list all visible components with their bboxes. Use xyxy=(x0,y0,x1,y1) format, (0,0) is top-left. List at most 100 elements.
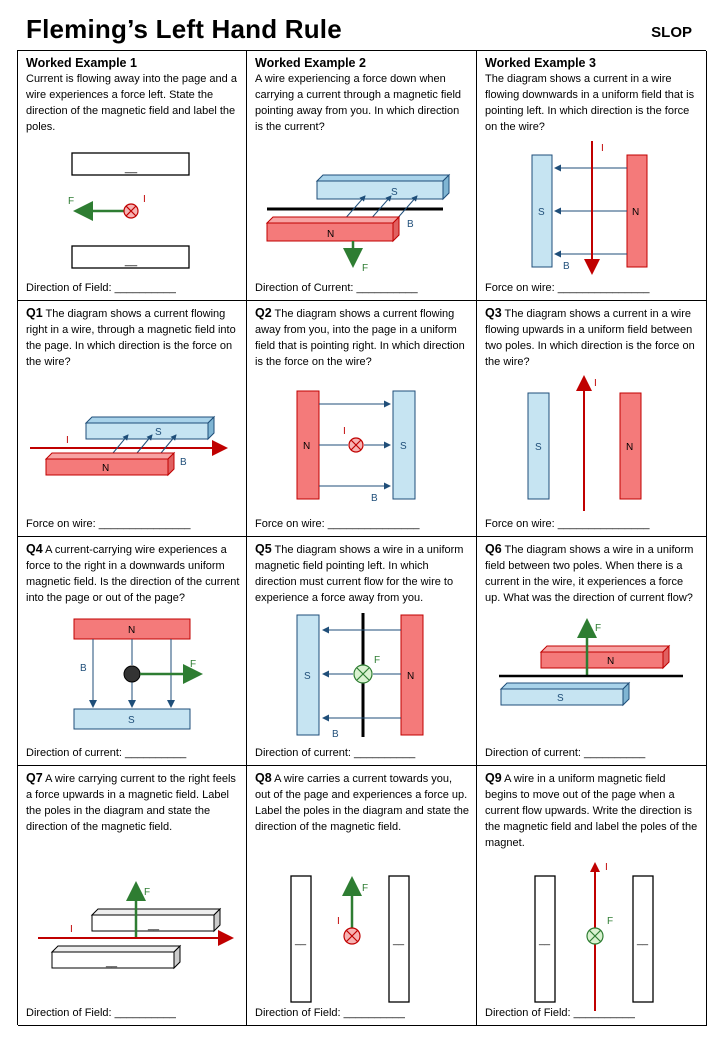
answer-line[interactable]: Force on wire: _______________ xyxy=(255,518,420,530)
question-text: Q9 A wire in a uniform magnetic field be… xyxy=(485,770,700,851)
pole-top-box[interactable] xyxy=(91,914,215,932)
current-label: I xyxy=(343,426,346,437)
answer-line[interactable]: Direction of Field: __________ xyxy=(26,282,176,294)
north-label: N xyxy=(102,463,109,474)
diagram-q1: S I N B xyxy=(30,415,228,477)
south-pole xyxy=(73,708,191,730)
question-body: A current-carrying wire experiences a fo… xyxy=(26,544,240,604)
answer-line[interactable]: Direction of current: __________ xyxy=(485,747,646,759)
question-heading: Q6 xyxy=(485,542,502,556)
force-label: F xyxy=(362,883,368,894)
question-text: Q3 The diagram shows a current in a wire… xyxy=(485,305,700,370)
north-label: N xyxy=(607,656,614,667)
cell-worked-example-3: Worked Example 3 The diagram shows a curr… xyxy=(477,51,707,301)
answer-line[interactable]: Direction of current: __________ xyxy=(26,747,187,759)
pole-left-box[interactable] xyxy=(534,875,556,1003)
question-text: Q4 A current-carrying wire experiences a… xyxy=(26,541,240,606)
question-body: The diagram shows a current flowing righ… xyxy=(26,308,236,368)
pole-right-label: __ xyxy=(392,935,405,946)
question-text: Q5 The diagram shows a wire in a uniform… xyxy=(255,541,470,606)
question-heading: Q9 xyxy=(485,771,502,785)
question-body: The diagram shows a current in a wire fl… xyxy=(485,73,695,133)
question-text: Q2 The diagram shows a current flowing a… xyxy=(255,305,470,370)
question-heading: Q4 xyxy=(26,542,43,556)
answer-line[interactable]: Direction of Field: __________ xyxy=(255,1007,405,1019)
pole-bottom-box[interactable] xyxy=(71,245,190,269)
pole-right-box[interactable] xyxy=(632,875,654,1003)
south-label: S xyxy=(557,693,564,704)
current-label: I xyxy=(594,378,597,389)
north-pole xyxy=(45,458,169,476)
south-label: S xyxy=(535,442,542,453)
north-label: N xyxy=(327,229,334,240)
south-pole xyxy=(296,614,320,736)
question-body: A wire carrying current to the right fee… xyxy=(26,773,236,833)
force-label: F xyxy=(68,196,74,207)
answer-line[interactable]: Force on wire: _______________ xyxy=(26,518,191,530)
field-label: B xyxy=(332,729,339,740)
pole-right-box[interactable] xyxy=(388,875,410,1003)
cell-q5: Q5 The diagram shows a wire in a uniform… xyxy=(247,537,477,766)
current-label: I xyxy=(143,194,146,205)
pole-top-label: __ xyxy=(124,162,138,174)
answer-line[interactable]: Direction of current: __________ xyxy=(255,747,416,759)
north-pole xyxy=(540,651,664,669)
question-heading: Q3 xyxy=(485,306,502,320)
question-body: The diagram shows a wire in a uniform ma… xyxy=(255,544,464,604)
question-body: A wire experiencing a force down when ca… xyxy=(255,73,462,133)
pole-top-box[interactable] xyxy=(71,152,190,176)
force-label: F xyxy=(362,263,368,274)
pole-left-box[interactable] xyxy=(290,875,312,1003)
brand-label: SLOP xyxy=(651,24,692,41)
current-label: I xyxy=(66,435,69,446)
diagram-q4: N S F B xyxy=(73,618,203,730)
question-text: Q7 A wire carrying current to the right … xyxy=(26,770,240,835)
question-heading: Q5 xyxy=(255,542,272,556)
diagram-q9: __ __ I F xyxy=(534,862,654,1011)
answer-line[interactable]: Force on wire: _______________ xyxy=(485,518,650,530)
question-text: Q8 A wire carries a current towards you,… xyxy=(255,770,470,835)
answer-line[interactable]: Direction of Field: __________ xyxy=(485,1007,635,1019)
south-label: S xyxy=(391,187,398,198)
pole-bottom-label: __ xyxy=(105,957,118,968)
cell-q2: Q2 The diagram shows a current flowing a… xyxy=(247,301,477,537)
south-label: S xyxy=(128,715,135,726)
diagram-q2: N S I B xyxy=(296,390,416,504)
cell-q1: Q1 The diagram shows a current flowing r… xyxy=(18,301,247,537)
north-pole xyxy=(266,222,394,242)
south-label: S xyxy=(538,207,545,218)
north-label: N xyxy=(626,442,633,453)
answer-line[interactable]: Direction of Current: __________ xyxy=(255,282,418,294)
field-label: B xyxy=(80,663,87,674)
force-label: F xyxy=(607,916,613,927)
diagram-q3: S N I xyxy=(527,375,642,511)
pole-bottom-box[interactable] xyxy=(51,951,175,969)
force-label: F xyxy=(144,887,150,898)
answer-line[interactable]: Direction of Field: __________ xyxy=(26,1007,176,1019)
current-label: I xyxy=(70,924,73,935)
force-label: F xyxy=(595,623,601,634)
question-text: Q1 The diagram shows a current flowing r… xyxy=(26,305,240,370)
cell-q4: Q4 A current-carrying wire experiences a… xyxy=(18,537,247,766)
page-title: Fleming’s Left Hand Rule xyxy=(26,14,342,44)
cell-q7: Q7 A wire carrying current to the right … xyxy=(18,766,247,1026)
south-pole xyxy=(316,180,444,200)
pole-bottom-label: __ xyxy=(124,255,138,267)
cell-q3: Q3 The diagram shows a current in a wire… xyxy=(477,301,707,537)
south-label: S xyxy=(400,441,407,452)
pole-top-label: __ xyxy=(147,920,160,931)
pole-left-label: __ xyxy=(538,935,551,946)
question-body: The diagram shows a current flowing away… xyxy=(255,308,465,368)
question-heading: Worked Example 3 xyxy=(485,56,596,70)
diagram-q8: __ __ F I xyxy=(290,875,410,1003)
question-heading: Q8 xyxy=(255,771,272,785)
pole-left-label: __ xyxy=(294,935,307,946)
answer-line[interactable]: Force on wire: _______________ xyxy=(485,282,650,294)
current-label: I xyxy=(337,916,340,927)
south-label: S xyxy=(304,671,311,682)
south-pole xyxy=(85,422,209,440)
